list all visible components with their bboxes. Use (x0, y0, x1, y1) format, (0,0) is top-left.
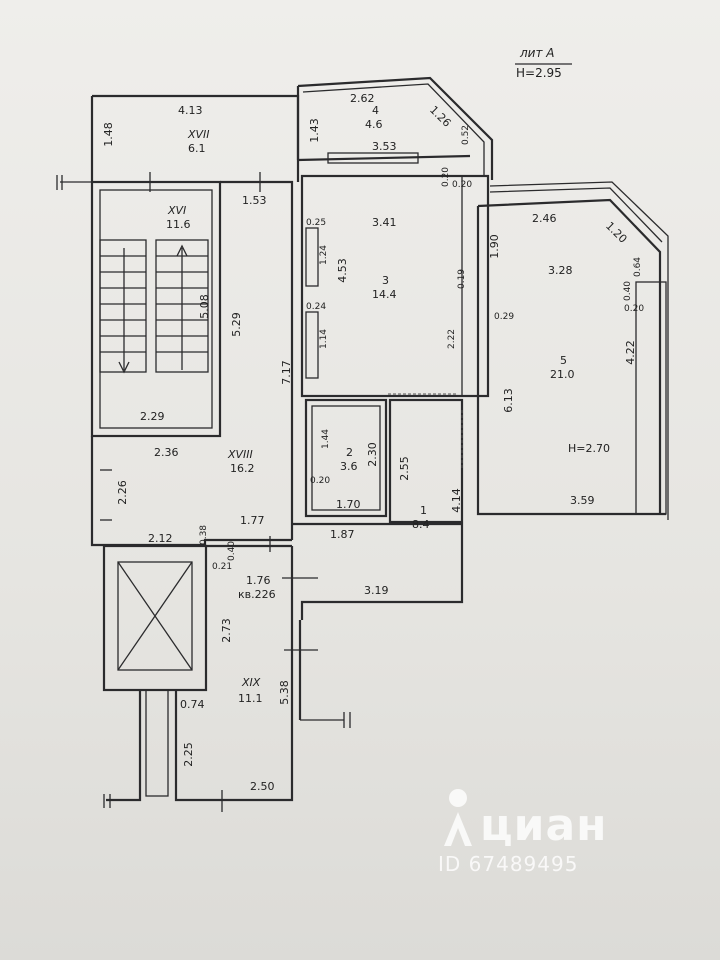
room-xix-area: 11.1 (238, 692, 263, 705)
watermark: циан ID 67489495 (430, 780, 670, 880)
dim-3-53: 3.53 (372, 140, 397, 153)
dim-7-17: 7.17 (279, 360, 293, 385)
dim-3-41: 3.41 (372, 216, 397, 229)
dim-0-64: 0.64 (633, 256, 644, 278)
room-xviii-number: XVIII (228, 448, 253, 461)
dim-4-53: 4.53 (335, 258, 349, 283)
dim-0-20-a: 0.20 (441, 166, 452, 188)
room-3-area: 14.4 (372, 288, 397, 301)
room-xvi-area: 11.6 (166, 218, 191, 231)
room-xix-walls (174, 544, 294, 802)
room-4-area: 4.6 (365, 118, 383, 131)
stairs-left (99, 239, 147, 374)
dim-6-13: 6.13 (501, 388, 515, 413)
dim-0-25: 0.25 (306, 218, 327, 228)
dim-1-14: 1.14 (319, 328, 330, 350)
dim-2-73: 2.73 (219, 618, 233, 643)
room-4-walls (296, 76, 494, 180)
dim-0-20-c: 0.20 (624, 304, 645, 314)
building-letter: лит А (520, 46, 555, 60)
dim-4-13: 4.13 (178, 104, 203, 117)
watermark-brand: циан (480, 800, 608, 851)
room-2-walls (304, 398, 388, 518)
dim-5-29: 5.29 (229, 312, 243, 337)
dim-5-08: 5.08 (197, 294, 211, 319)
stairs-right (155, 239, 209, 373)
dim-3-19: 3.19 (364, 584, 389, 597)
room-5-height: H=2.70 (568, 442, 610, 455)
dim-0-20-b: 0.20 (452, 180, 473, 190)
dim-3-59: 3.59 (570, 494, 595, 507)
room-xvii-area: 6.1 (188, 142, 206, 155)
dim-0-40: 0.40 (623, 280, 634, 302)
room-3-number: 3 (382, 274, 389, 287)
apartment-hall-area: 1.76 (246, 574, 271, 587)
ceiling-height: H=2.95 (516, 66, 562, 80)
room-2-area: 3.6 (340, 460, 358, 473)
apartment-number: кв.226 (238, 588, 276, 601)
dim-0-29: 0.29 (494, 312, 515, 322)
room-xix-number: XIX (242, 676, 261, 689)
dim-0-52: 0.52 (461, 124, 472, 146)
room-4-window (327, 152, 419, 164)
cian-logo-icon (444, 789, 472, 846)
room-xvi-staircase (90, 180, 222, 438)
room-xviii-walls (220, 180, 294, 540)
dim-0-19: 0.19 (457, 268, 468, 290)
dim-2-55: 2.55 (397, 456, 411, 481)
dim-1-48: 1.48 (101, 122, 115, 147)
dim-0-20-d: 0.20 (310, 476, 331, 486)
dim-2-30: 2.30 (365, 442, 379, 467)
dim-1-87: 1.87 (330, 528, 355, 541)
room-5-area: 21.0 (550, 368, 575, 381)
dim-0-24: 0.24 (306, 302, 327, 312)
dim-1-53: 1.53 (242, 194, 267, 207)
dim-0-21: 0.21 (212, 562, 233, 572)
dim-5-38: 5.38 (277, 680, 291, 705)
dim-2-36: 2.36 (154, 446, 179, 459)
room-4-number: 4 (372, 104, 379, 117)
room-xviii-area: 16.2 (230, 462, 255, 475)
room-3-walls (300, 174, 490, 398)
dim-1-77: 1.77 (240, 514, 265, 527)
dim-2-62: 2.62 (350, 92, 375, 105)
room-1-area: 8.4 (412, 518, 430, 531)
room-5-column (635, 281, 667, 515)
hallway-walls (292, 522, 464, 620)
room-5-number: 5 (560, 354, 567, 367)
dim-2-12: 2.12 (148, 532, 173, 545)
room-xvi-number: XVI (168, 204, 187, 217)
room-5-walls (476, 206, 666, 516)
dim-4-22: 4.22 (623, 340, 637, 365)
dim-0-74: 0.74 (180, 698, 205, 711)
dim-1-90: 1.90 (487, 234, 501, 259)
dim-1-44: 1.44 (321, 428, 332, 450)
dim-2-50: 2.50 (250, 780, 275, 793)
watermark-id: ID 67489495 (438, 852, 579, 876)
dim-2-29: 2.29 (140, 410, 165, 423)
room-1-number: 1 (420, 504, 427, 517)
dim-0-38: 0.38 (199, 524, 210, 546)
dim-3-28: 3.28 (548, 264, 573, 277)
dim-1-70: 1.70 (336, 498, 361, 511)
room-xvii-number: XVII (188, 128, 210, 141)
dim-1-24: 1.24 (319, 244, 330, 266)
room-3-niche-1 (305, 227, 319, 287)
dim-1-43: 1.43 (307, 118, 321, 143)
dim-2-22: 2.22 (447, 328, 458, 350)
dim-4-14: 4.14 (449, 488, 463, 513)
dim-2-46: 2.46 (532, 212, 557, 225)
dim-2-26: 2.26 (115, 480, 129, 505)
dim-2-25: 2.25 (181, 742, 195, 767)
dim-0-40-b: 0.40 (227, 540, 238, 562)
room-3-niche-2 (305, 311, 319, 379)
room-2-number: 2 (346, 446, 353, 459)
